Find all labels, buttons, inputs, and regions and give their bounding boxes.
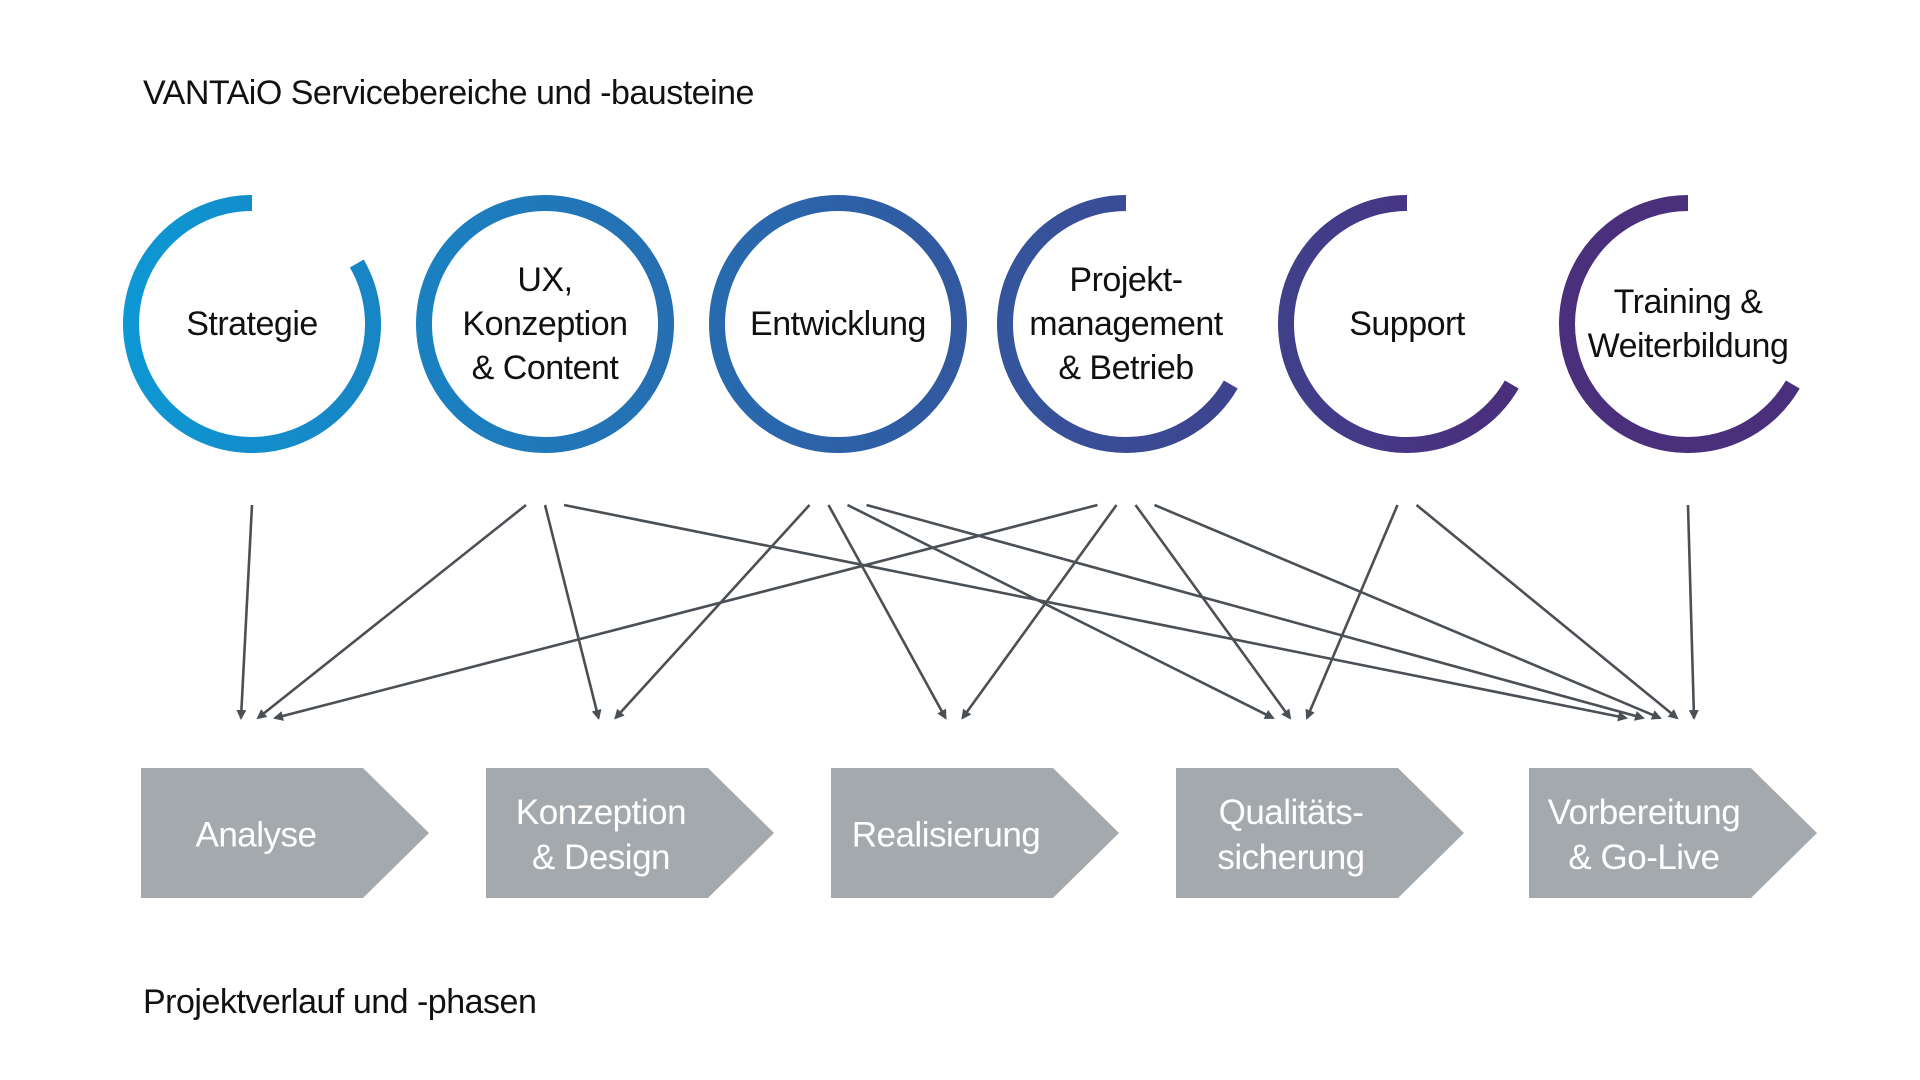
phase-label-konzeption: Konzeption & Design <box>515 790 687 880</box>
service-label-support: Support <box>1292 302 1522 346</box>
connection-arrow-projektmanagement-to-qualitaet <box>1134 504 1292 720</box>
service-label-training: Training & Weiterbildung <box>1573 280 1803 368</box>
phase-chevron-vorbereitung <box>1529 768 1817 898</box>
service-ring-projektmanagement <box>997 195 1238 453</box>
service-ring-ux <box>416 195 674 453</box>
service-ring-entwicklung <box>709 195 967 453</box>
phase-label-vorbereitung: Vorbereitung & Go-Live <box>1547 790 1741 880</box>
connection-arrow-support-to-qualitaet <box>1305 504 1399 720</box>
service-label-projektmanagement: Projekt-management & Betrieb <box>1011 258 1241 390</box>
service-label-line: Weiterbildung <box>1587 327 1789 365</box>
service-ring-training <box>1559 195 1800 453</box>
phase-label-analyse: Analyse <box>195 813 317 858</box>
connection-arrow-projektmanagement-to-realisierung <box>961 504 1118 720</box>
connection-arrow-entwicklung-to-vorbereitung <box>866 503 1645 721</box>
service-label-line: & Betrieb <box>1058 349 1194 387</box>
connection-arrow-ux-to-analyse <box>256 503 527 720</box>
service-label-line: UX, <box>517 261 573 299</box>
connection-arrow-projektmanagement-to-analyse <box>273 503 1098 721</box>
connection-arrow-ux-to-vorbereitung <box>563 503 1628 722</box>
phase-chevron-analyse <box>141 768 429 898</box>
phase-chevron-qualitaet <box>1176 768 1464 898</box>
connection-arrow-training-to-vorbereitung <box>1686 504 1699 720</box>
phase-label-line: Qualitäts- <box>1218 793 1364 832</box>
phase-label-line: & Go-Live <box>1568 838 1720 877</box>
phase-label-line: Vorbereitung <box>1547 793 1741 832</box>
service-ring-strategie <box>123 195 381 453</box>
connection-arrow-entwicklung-to-qualitaet <box>846 503 1275 720</box>
phase-chevron-realisierung <box>831 768 1119 898</box>
phase-label-line: Konzeption <box>515 793 687 832</box>
service-ring-support <box>1278 195 1519 453</box>
service-label-line: & Content <box>471 349 619 387</box>
service-label-line: Konzeption <box>462 305 628 343</box>
service-areas-heading: VANTAiO Servicebereiche und -bausteine <box>143 74 754 112</box>
phase-label-line: Realisierung <box>851 815 1041 855</box>
connection-arrow-ux-to-konzeption <box>543 504 602 720</box>
connection-arrow-strategie-to-analyse <box>236 504 254 720</box>
phase-label-qualitaet: Qualitäts-sicherung <box>1217 790 1365 880</box>
connection-arrow-entwicklung-to-realisierung <box>827 504 947 720</box>
service-label-ux: UX, Konzeption & Content <box>430 258 660 390</box>
phase-label-realisierung: Realisierung <box>852 813 1041 858</box>
service-label-line: management <box>1029 305 1223 343</box>
phase-label-line: Analyse <box>195 815 317 855</box>
phase-chevron-konzeption <box>486 768 774 898</box>
phase-label-line: & Design <box>531 838 671 877</box>
service-label-strategie: Strategie <box>137 302 367 346</box>
connection-arrow-entwicklung-to-konzeption <box>614 504 811 720</box>
service-label-line: Projekt- <box>1069 261 1183 299</box>
phase-label-line: sicherung <box>1217 838 1365 877</box>
project-phases-heading: Projektverlauf und -phasen <box>143 983 537 1021</box>
service-label-line: Support <box>1349 305 1465 343</box>
service-label-line: Training & <box>1613 283 1763 321</box>
service-label-line: Strategie <box>186 305 318 343</box>
service-label-entwicklung: Entwicklung <box>723 302 953 346</box>
connection-arrow-support-to-vorbereitung <box>1415 503 1679 720</box>
service-label-line: Entwicklung <box>750 305 926 343</box>
connection-arrow-projektmanagement-to-vorbereitung <box>1153 503 1662 720</box>
